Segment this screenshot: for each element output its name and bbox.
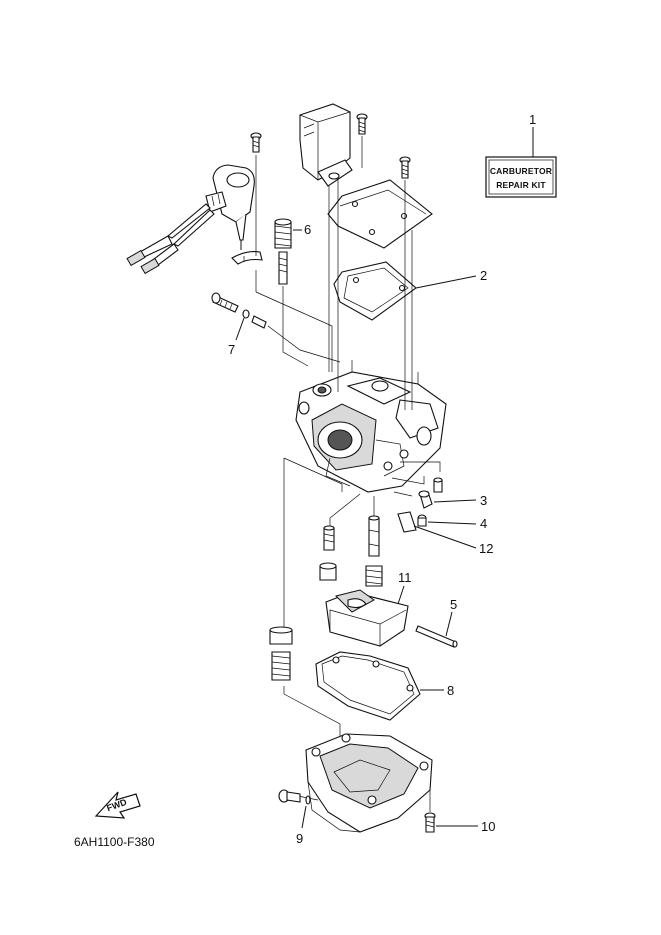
float-chamber-gasket bbox=[315, 651, 421, 721]
jet-3 bbox=[418, 490, 433, 509]
jet-spring bbox=[365, 565, 383, 587]
main-nozzle bbox=[368, 515, 380, 557]
carburetor-body bbox=[295, 360, 447, 493]
enrichener-solenoid bbox=[205, 164, 255, 250]
float bbox=[325, 589, 409, 647]
plug-small bbox=[433, 477, 443, 493]
cover-gasket bbox=[333, 261, 417, 321]
drain-cap bbox=[269, 626, 293, 645]
leader-2 bbox=[415, 275, 477, 289]
drawing-code: 6AH1100-F380 bbox=[74, 835, 155, 849]
repair-kit-label: CARBURETOR REPAIR KIT bbox=[485, 156, 557, 198]
callout-8: 8 bbox=[447, 683, 454, 698]
leader-3 bbox=[433, 499, 477, 503]
chamber-screw bbox=[424, 812, 436, 833]
callout-3: 3 bbox=[480, 493, 487, 508]
fwd-arrow-icon: FWD bbox=[94, 791, 141, 819]
pilot-screw-spring bbox=[274, 218, 292, 285]
solenoid-clip bbox=[231, 251, 263, 265]
leader-5 bbox=[445, 611, 453, 637]
leader-7 bbox=[235, 317, 245, 341]
drain-screw bbox=[278, 789, 311, 805]
leader-4 bbox=[427, 521, 477, 525]
callout-10: 10 bbox=[481, 819, 495, 834]
callout-4: 4 bbox=[480, 516, 487, 531]
leader-12 bbox=[413, 525, 477, 549]
float-pin bbox=[415, 625, 458, 648]
drain-spring bbox=[271, 651, 291, 681]
diaphragm-cover bbox=[327, 179, 433, 249]
callout-7: 7 bbox=[228, 342, 235, 357]
cover-screw bbox=[356, 113, 368, 135]
repair-kit-line2: REPAIR KIT bbox=[496, 180, 546, 190]
top-cover bbox=[299, 103, 353, 187]
jet-4 bbox=[417, 514, 427, 527]
repair-kit-line1: CARBURETOR bbox=[490, 166, 552, 176]
cover-screw-right bbox=[399, 156, 411, 179]
jet-cap bbox=[319, 562, 337, 581]
throttle-stop-screw bbox=[211, 292, 267, 329]
solenoid-screw bbox=[250, 132, 262, 153]
leader-11 bbox=[397, 585, 405, 605]
callout-5: 5 bbox=[450, 597, 457, 612]
callout-11: 11 bbox=[398, 570, 412, 585]
assembly-lines-top bbox=[255, 136, 413, 410]
gasket-12 bbox=[397, 511, 417, 533]
callout-2: 2 bbox=[480, 268, 487, 283]
callout-6: 6 bbox=[304, 222, 311, 237]
callout-9: 9 bbox=[296, 831, 303, 846]
main-jet bbox=[323, 525, 335, 551]
leader-9 bbox=[301, 805, 307, 829]
callout-1: 1 bbox=[529, 112, 536, 127]
callout-12: 12 bbox=[479, 541, 493, 556]
solenoid-wire-harness bbox=[126, 203, 215, 275]
float-chamber bbox=[305, 733, 433, 833]
